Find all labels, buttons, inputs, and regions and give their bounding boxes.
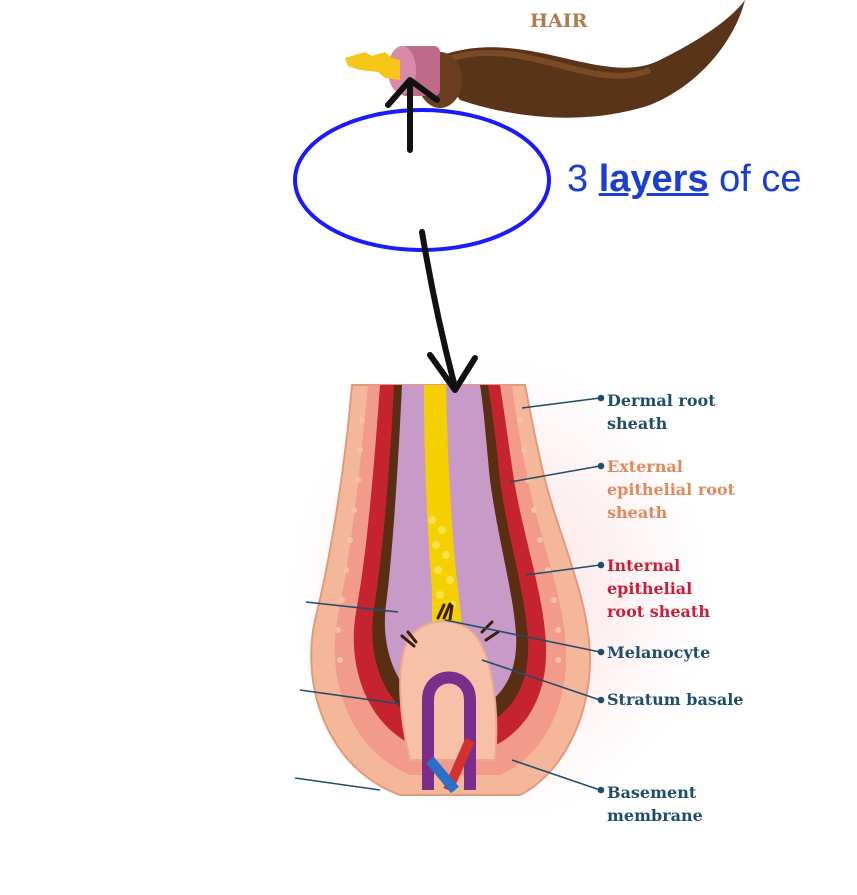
melanocytes xyxy=(400,602,500,648)
external-sheath-cells xyxy=(335,417,561,663)
label-basement-membrane: Basement membrane xyxy=(607,783,703,825)
hair-shaft xyxy=(345,0,857,118)
annotation-text: 3 layers of ce xyxy=(567,158,802,201)
label-leaders xyxy=(294,394,605,794)
arrow-up xyxy=(385,77,440,153)
hair-medulla xyxy=(345,52,400,80)
label-internal-epithelial-root-sheath: Internal epithelial root sheath xyxy=(607,556,710,621)
arrow-down xyxy=(419,229,478,393)
blue-circle-annotation xyxy=(293,108,551,252)
label-melanocyte: Melanocyte xyxy=(607,643,711,662)
label-stratum-basale: Stratum basale xyxy=(607,690,744,709)
annotation-keyword: layers xyxy=(598,158,709,200)
label-dermal-root-sheath: Dermal root sheath xyxy=(607,391,716,433)
annotation-suffix: of ce xyxy=(708,158,802,200)
hair-label: HAIR xyxy=(530,10,588,32)
hand-drawn-annotations xyxy=(293,77,551,393)
annotation-prefix: 3 xyxy=(567,158,599,200)
blood-vessel-artery xyxy=(422,671,476,790)
root-medulla xyxy=(424,385,462,625)
label-external-epithelial-root-sheath: External epithelial root sheath xyxy=(607,457,735,522)
hair-follicle xyxy=(310,384,592,796)
